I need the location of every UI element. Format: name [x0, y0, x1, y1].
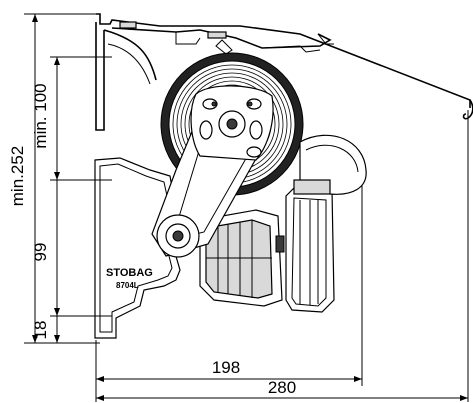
- dim-198: 198: [212, 358, 240, 377]
- dim-99: 99: [31, 243, 50, 262]
- motor-housing: [199, 209, 285, 307]
- wall-bracket: [86, 157, 181, 339]
- brand-label: STOBAG: [106, 267, 153, 279]
- dim-18: 18: [31, 321, 50, 340]
- dim-min-100: min. 100: [31, 83, 50, 148]
- dimension-lines: [24, 13, 469, 402]
- dim-280: 280: [268, 378, 296, 397]
- roll-hub: [190, 85, 274, 161]
- dim-min-252: min.252: [8, 146, 27, 206]
- front-bar: [285, 134, 367, 313]
- model-label: 8704L: [116, 281, 139, 290]
